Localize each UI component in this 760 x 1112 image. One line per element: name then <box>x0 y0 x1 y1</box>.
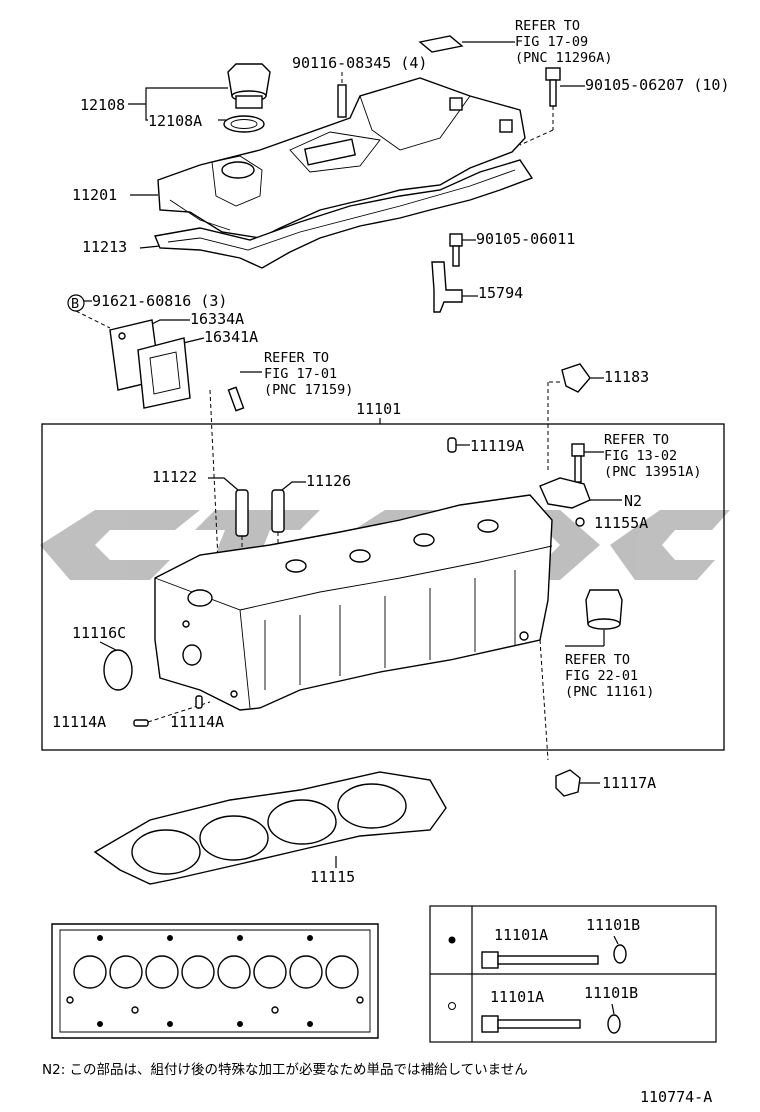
bolt-washer-2 <box>607 1014 621 1034</box>
label-16341A: 16341A <box>204 328 258 346</box>
head-bottom-plan-view <box>51 923 379 1039</box>
refer-17-09-line1: REFER TO <box>515 18 580 34</box>
dowel-pin <box>447 437 457 453</box>
dowel-pin-right <box>195 695 203 709</box>
camshaft-bearing-cap <box>539 477 591 509</box>
head-bolt-long <box>481 951 599 969</box>
cap-gasket-ring <box>223 115 265 133</box>
label-11114A-left: 11114A <box>52 713 106 731</box>
label-11115: 11115 <box>310 868 355 886</box>
cylinder-head-box <box>41 423 725 751</box>
row-1-filled-dot <box>448 936 456 944</box>
label-15794: 15794 <box>478 284 523 302</box>
row-2-open-dot <box>448 1002 456 1010</box>
refer-17-09-line2: FIG 17-09 <box>515 34 588 50</box>
refer-13-02-line2: FIG 13-02 <box>604 448 677 464</box>
label-11101: 11101 <box>356 400 401 418</box>
refer-22-01-line1: REFER TO <box>565 652 630 668</box>
valve-guide-exhaust <box>271 489 285 533</box>
label-11201: 11201 <box>72 186 117 204</box>
refer-13-02-line1: REFER TO <box>604 432 669 448</box>
table-row2-bolt-label: 11101A <box>490 988 544 1006</box>
oil-pressure-sensor <box>431 261 463 313</box>
label-11155A: 11155A <box>594 514 648 532</box>
footnote-n2: N2: この部品は、組付け後の特殊な加工が必要なため単品では補給していません <box>42 1062 528 1078</box>
refer-13-02-line3: (PNC 13951A) <box>604 464 702 480</box>
cap-seal-ring <box>575 517 585 527</box>
label-91621-60816: 91621-60816 (3) <box>92 292 227 310</box>
oil-filler-cap <box>227 63 271 109</box>
bolt-washer-1 <box>613 944 627 964</box>
label-n2: N2 <box>624 492 642 510</box>
refer-22-01-line3: (PNC 11161) <box>565 684 654 700</box>
drain-plug <box>555 769 581 797</box>
label-11116C: 11116C <box>72 624 126 642</box>
cover-bolt-head <box>545 67 561 81</box>
cap-bolt-head <box>571 443 585 457</box>
label-11126: 11126 <box>306 472 351 490</box>
flange-gasket <box>137 337 191 409</box>
stud-bolt <box>337 84 347 118</box>
refer-17-09-line3: (PNC 11296A) <box>515 50 613 66</box>
refer-17-01-line3: (PNC 17159) <box>264 382 353 398</box>
sensor-bolt <box>449 233 463 247</box>
label-90105-06207: 90105-06207 (10) <box>585 76 730 94</box>
label-12108A: 12108A <box>148 112 202 130</box>
label-12108: 12108 <box>80 96 125 114</box>
seal-plate-small <box>418 35 464 53</box>
cylinder-head-cover <box>157 77 526 239</box>
cup-plug <box>103 649 133 691</box>
circle-b-letter: B <box>71 296 79 312</box>
dowel-pin-left <box>133 719 149 727</box>
head-bolt-short <box>481 1015 581 1033</box>
label-90116-08345: 90116-08345 (4) <box>292 54 427 72</box>
table-row2-washer-label: 11101B <box>584 984 638 1002</box>
table-row1-washer-label: 11101B <box>586 916 640 934</box>
label-90105-06011: 90105-06011 <box>476 230 575 248</box>
camshaft-plug-cap <box>585 589 623 630</box>
cylinder-head-gasket <box>93 771 447 885</box>
label-11183: 11183 <box>604 368 649 386</box>
label-11213: 11213 <box>82 238 127 256</box>
label-16334A: 16334A <box>190 310 244 328</box>
cam-cap-plug <box>561 363 591 393</box>
figure-code: 110774-A <box>640 1088 712 1106</box>
head-cover-gasket <box>154 159 534 269</box>
manifold-stud <box>227 386 245 412</box>
label-11117A: 11117A <box>602 774 656 792</box>
label-11119A: 11119A <box>470 437 524 455</box>
refer-17-01-line2: FIG 17-01 <box>264 366 337 382</box>
table-row1-bolt-label: 11101A <box>494 926 548 944</box>
bolt-variant-table: 11101A 11101B 11101A 11101B <box>429 905 717 1043</box>
valve-guide-intake <box>235 489 249 537</box>
refer-22-01-line2: FIG 22-01 <box>565 668 638 684</box>
label-11114A-right: 11114A <box>170 713 224 731</box>
label-11122: 11122 <box>152 468 197 486</box>
refer-17-01-line1: REFER TO <box>264 350 329 366</box>
